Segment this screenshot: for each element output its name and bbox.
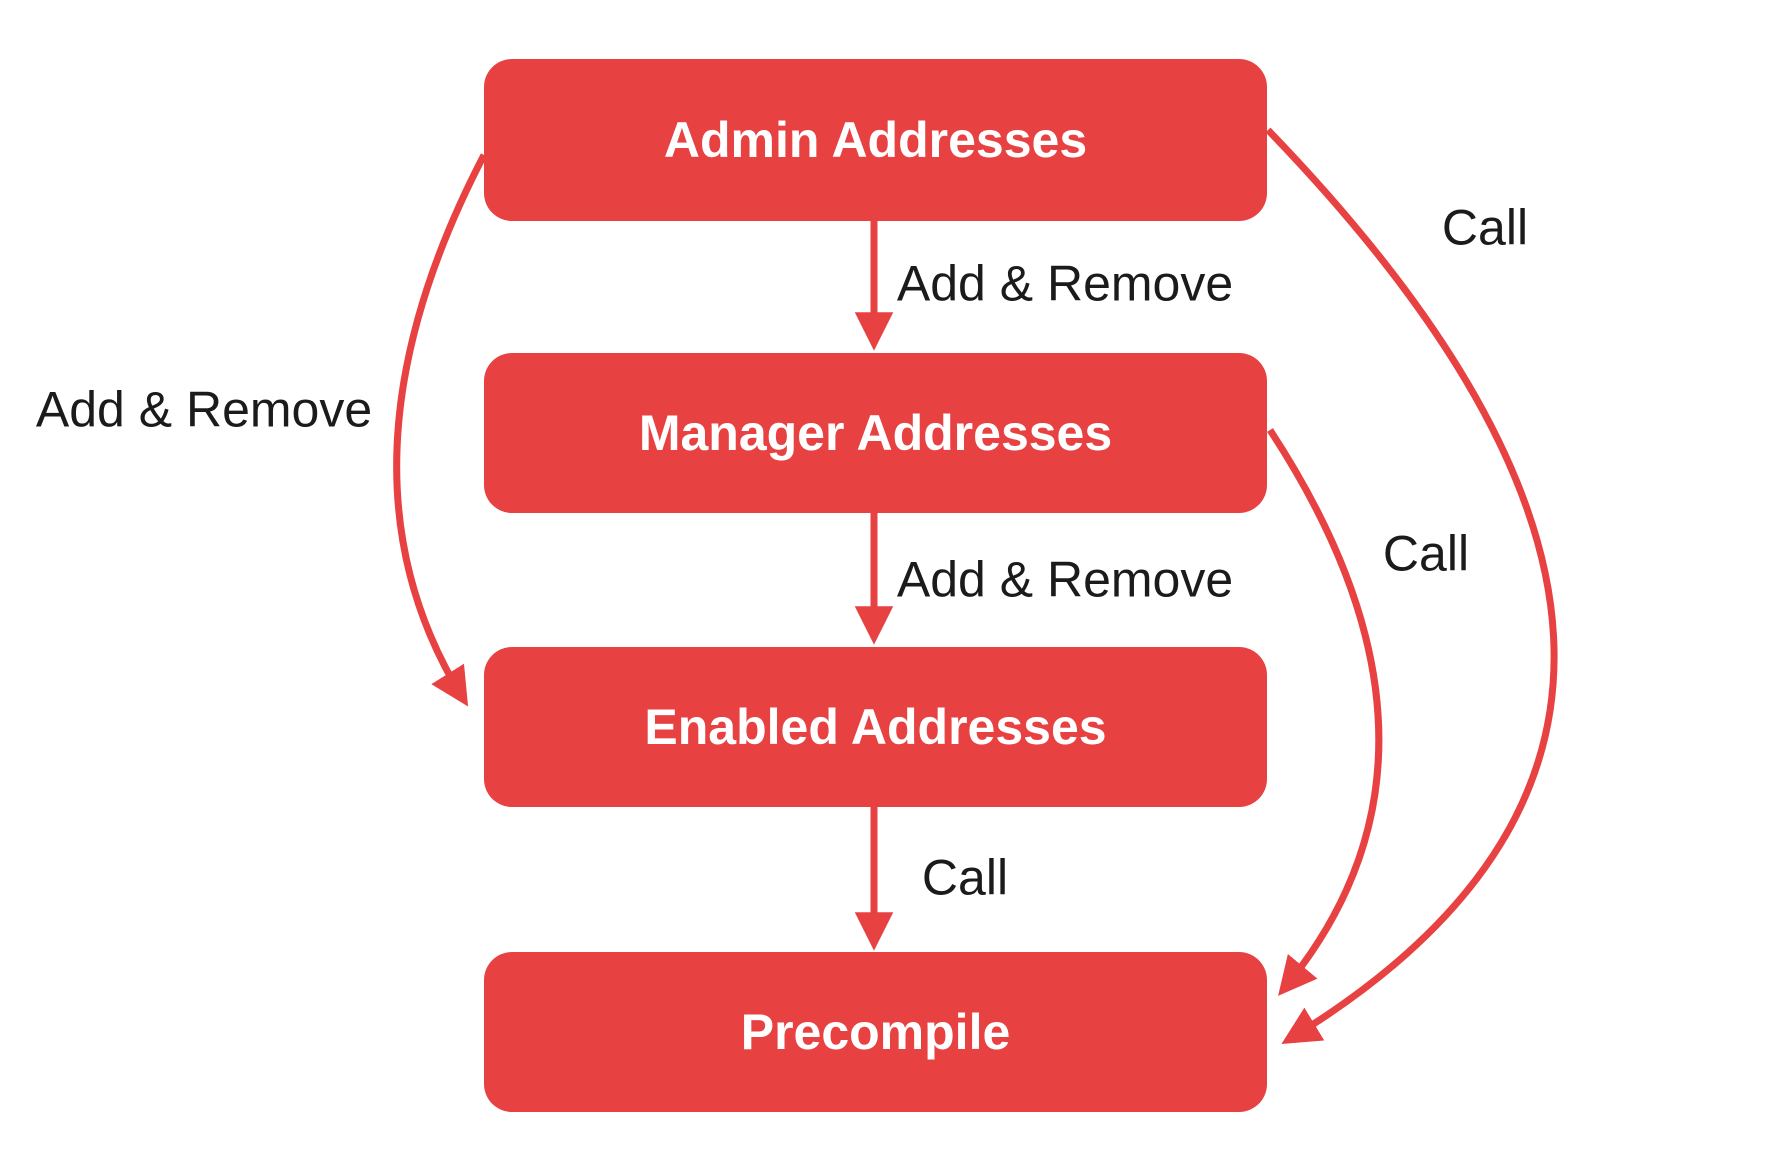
node-enabled: Enabled Addresses bbox=[484, 647, 1267, 807]
edge-label-admin-to-enabled: Add & Remove bbox=[35, 381, 373, 438]
edge-label-admin-to-manager: Add & Remove bbox=[896, 255, 1234, 312]
edge-label-enabled-to-precompile: Call bbox=[921, 849, 1009, 906]
edge-label-manager-to-enabled: Add & Remove bbox=[896, 551, 1234, 608]
edge-admin-to-enabled bbox=[393, 153, 488, 707]
edge-label-manager-to-precompile: Call bbox=[1382, 525, 1470, 582]
edge-admin-to-precompile bbox=[1265, 127, 1558, 1044]
node-label-precompile: Precompile bbox=[740, 1004, 1011, 1060]
edge-manager-to-precompile bbox=[1267, 428, 1383, 996]
node-label-enabled: Enabled Addresses bbox=[644, 699, 1107, 755]
node-label-manager: Manager Addresses bbox=[638, 405, 1113, 461]
node-precompile: Precompile bbox=[484, 952, 1267, 1112]
node-label-admin: Admin Addresses bbox=[663, 112, 1088, 168]
edge-label-admin-to-precompile: Call bbox=[1441, 199, 1529, 256]
node-admin: Admin Addresses bbox=[484, 59, 1267, 221]
node-manager: Manager Addresses bbox=[484, 353, 1267, 513]
